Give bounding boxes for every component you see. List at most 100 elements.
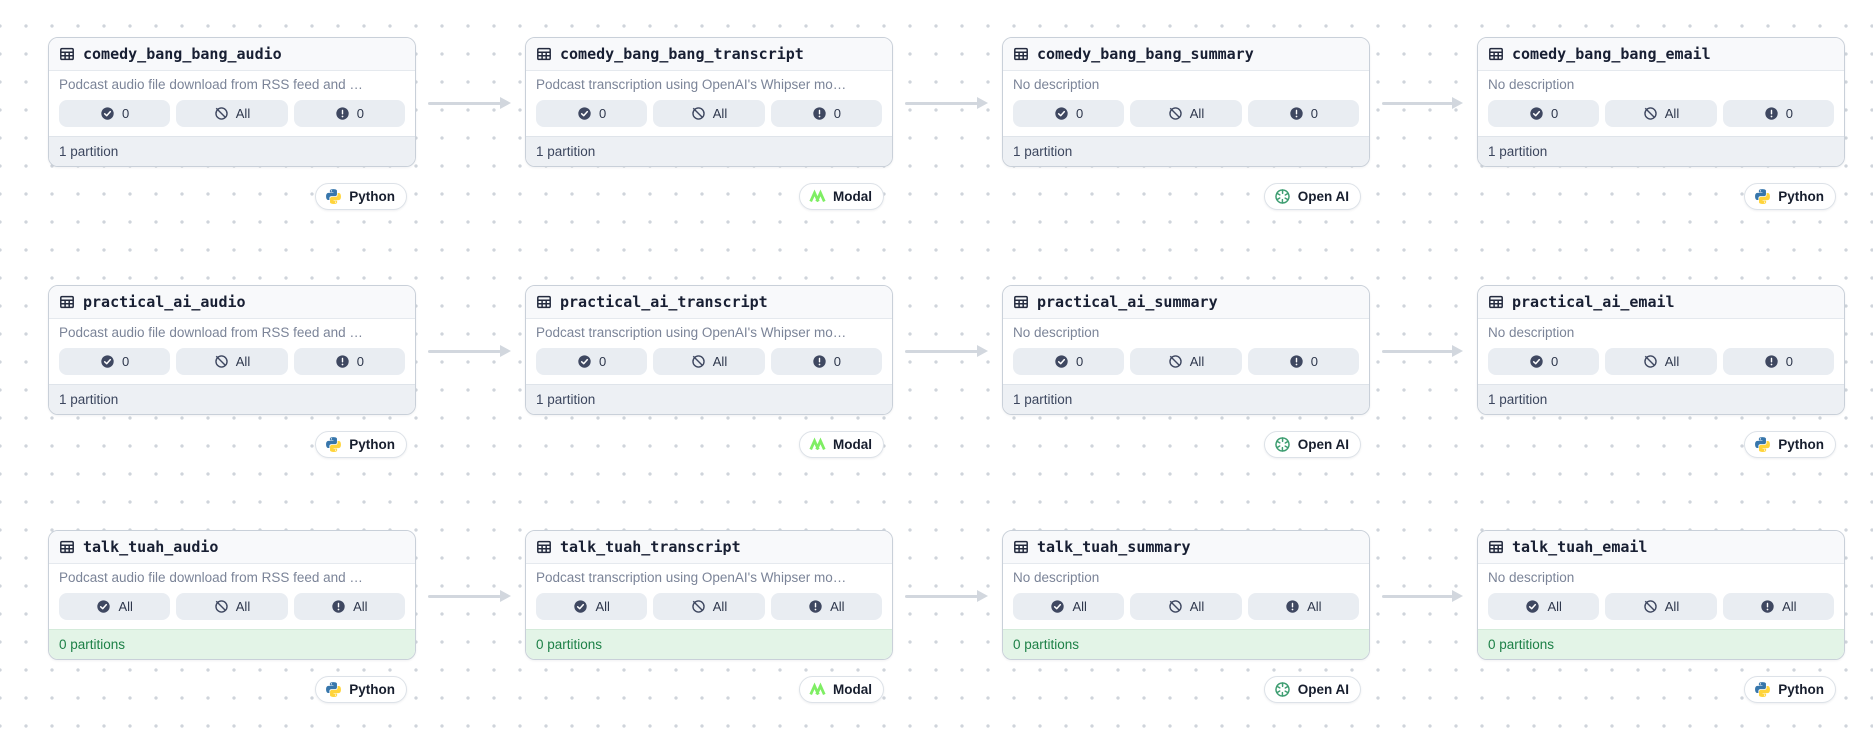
failed-count-badge[interactable]: All	[293, 593, 405, 620]
asset-node-talk_tuah_audio[interactable]: talk_tuah_audio Podcast audio file downl…	[48, 530, 416, 703]
asset-node-talk_tuah_email[interactable]: talk_tuah_email No description All	[1477, 530, 1845, 703]
materialized-count-badge[interactable]: 0	[1013, 100, 1125, 127]
missing-count-badge[interactable]: All	[176, 593, 288, 620]
materialized-count-badge[interactable]: All	[536, 593, 648, 620]
asset-card[interactable]: comedy_bang_bang_audio Podcast audio fil…	[48, 37, 416, 167]
asset-node-practical_ai_transcript[interactable]: practical_ai_transcript Podcast transcri…	[525, 285, 893, 458]
failed-count-badge[interactable]: 0	[1722, 348, 1834, 375]
partition-count: 1 partition	[1478, 384, 1844, 414]
asset-node-comedy_bang_bang_audio[interactable]: comedy_bang_bang_audio Podcast audio fil…	[48, 37, 416, 210]
materialized-count-badge[interactable]: All	[1488, 593, 1600, 620]
asset-node-practical_ai_email[interactable]: practical_ai_email No description 0	[1477, 285, 1845, 458]
asset-header[interactable]: practical_ai_transcript	[526, 286, 892, 319]
asset-card[interactable]: practical_ai_summary No description 0	[1002, 285, 1370, 415]
missing-count-badge[interactable]: All	[176, 100, 288, 127]
asset-node-comedy_bang_bang_summary[interactable]: comedy_bang_bang_summary No description …	[1002, 37, 1370, 210]
materialized-count-badge[interactable]: 0	[59, 348, 171, 375]
check-circle-icon	[577, 354, 592, 369]
partition-status-badges: 0 All	[1003, 96, 1369, 136]
failed-count-badge[interactable]: All	[1247, 593, 1359, 620]
asset-card[interactable]: practical_ai_audio Podcast audio file do…	[48, 285, 416, 415]
missing-count-badge[interactable]: All	[1130, 348, 1242, 375]
failed-count-badge[interactable]: 0	[293, 348, 405, 375]
asset-header[interactable]: comedy_bang_bang_transcript	[526, 38, 892, 71]
asset-header[interactable]: talk_tuah_email	[1478, 531, 1844, 564]
asset-node-comedy_bang_bang_email[interactable]: comedy_bang_bang_email No description 0	[1477, 37, 1845, 210]
materialized-count-badge[interactable]: 0	[536, 348, 648, 375]
asset-card[interactable]: talk_tuah_transcript Podcast transcripti…	[525, 530, 893, 660]
materialized-count-badge[interactable]: 0	[1013, 348, 1125, 375]
failed-count-badge[interactable]: All	[1722, 593, 1834, 620]
asset-card[interactable]: comedy_bang_bang_summary No description …	[1002, 37, 1370, 167]
compute-kind-tag-python[interactable]: Python	[1744, 676, 1836, 703]
compute-kind-tag-python[interactable]: Python	[1744, 431, 1836, 458]
missing-count-badge[interactable]: All	[1130, 100, 1242, 127]
asset-card[interactable]: talk_tuah_email No description All	[1477, 530, 1845, 660]
failed-count-badge[interactable]: 0	[770, 348, 882, 375]
check-circle-icon	[1529, 106, 1544, 121]
compute-kind-tag-openai[interactable]: Open AI	[1263, 676, 1361, 703]
asset-header[interactable]: talk_tuah_summary	[1003, 531, 1369, 564]
asset-header[interactable]: practical_ai_summary	[1003, 286, 1369, 319]
materialized-count-badge[interactable]: All	[1013, 593, 1125, 620]
compute-kind-tag-modal[interactable]: Modal	[799, 183, 884, 210]
failed-count-badge[interactable]: 0	[1722, 100, 1834, 127]
check-circle-icon	[1525, 599, 1540, 614]
compute-kind-label: Python	[349, 189, 395, 204]
materialized-count-badge[interactable]: 0	[1488, 348, 1600, 375]
compute-kind-tag-modal[interactable]: Modal	[799, 431, 884, 458]
missing-count-badge[interactable]: All	[653, 348, 765, 375]
asset-header[interactable]: talk_tuah_audio	[49, 531, 415, 564]
exclamation-circle-icon	[812, 354, 827, 369]
asset-node-talk_tuah_summary[interactable]: talk_tuah_summary No description All	[1002, 530, 1370, 703]
compute-kind-tag-python[interactable]: Python	[315, 431, 407, 458]
failed-count-badge[interactable]: 0	[1247, 348, 1359, 375]
compute-kind-tag-python[interactable]: Python	[1744, 183, 1836, 210]
edge-arrowhead-icon	[500, 97, 511, 109]
asset-header[interactable]: practical_ai_audio	[49, 286, 415, 319]
materialized-count-badge[interactable]: All	[59, 593, 171, 620]
compute-kind-tag-python[interactable]: Python	[315, 676, 407, 703]
partition-status-badges: 0 All	[526, 344, 892, 384]
failed-count-badge[interactable]: 0	[770, 100, 882, 127]
asset-node-talk_tuah_transcript[interactable]: talk_tuah_transcript Podcast transcripti…	[525, 530, 893, 703]
compute-kind-tag-openai[interactable]: Open AI	[1263, 183, 1361, 210]
edge-arrowhead-icon	[1452, 345, 1463, 357]
missing-count-badge[interactable]: All	[1605, 348, 1717, 375]
edge-arrowhead-icon	[1452, 590, 1463, 602]
missing-count-badge[interactable]: All	[653, 100, 765, 127]
asset-node-comedy_bang_bang_transcript[interactable]: comedy_bang_bang_transcript Podcast tran…	[525, 37, 893, 210]
compute-kind-tag-modal[interactable]: Modal	[799, 676, 884, 703]
materialized-count-badge[interactable]: 0	[1488, 100, 1600, 127]
asset-header[interactable]: comedy_bang_bang_audio	[49, 38, 415, 71]
missing-count-badge[interactable]: All	[1605, 593, 1717, 620]
missing-count-badge[interactable]: All	[176, 348, 288, 375]
partition-status-badges: 0 All	[49, 96, 415, 136]
failed-count-badge[interactable]: 0	[1247, 100, 1359, 127]
missing-count-badge[interactable]: All	[1605, 100, 1717, 127]
missing-count-badge[interactable]: All	[1130, 593, 1242, 620]
asset-card[interactable]: comedy_bang_bang_transcript Podcast tran…	[525, 37, 893, 167]
partition-count: 1 partition	[1478, 136, 1844, 166]
asset-header[interactable]: comedy_bang_bang_summary	[1003, 38, 1369, 71]
materialized-count-badge[interactable]: 0	[59, 100, 171, 127]
compute-kind-tag-openai[interactable]: Open AI	[1263, 431, 1361, 458]
asset-header[interactable]: comedy_bang_bang_email	[1478, 38, 1844, 71]
asset-card[interactable]: practical_ai_email No description 0	[1477, 285, 1845, 415]
asset-node-practical_ai_audio[interactable]: practical_ai_audio Podcast audio file do…	[48, 285, 416, 458]
asset-node-practical_ai_summary[interactable]: practical_ai_summary No description 0	[1002, 285, 1370, 458]
materialized-count-badge[interactable]: 0	[536, 100, 648, 127]
check-circle-icon	[573, 599, 588, 614]
failed-count-badge[interactable]: All	[770, 593, 882, 620]
missing-count-badge[interactable]: All	[653, 593, 765, 620]
edge-arrowhead-icon	[977, 345, 988, 357]
asset-card[interactable]: comedy_bang_bang_email No description 0	[1477, 37, 1845, 167]
failed-count-badge[interactable]: 0	[293, 100, 405, 127]
asset-header[interactable]: practical_ai_email	[1478, 286, 1844, 319]
asset-card[interactable]: talk_tuah_summary No description All	[1002, 530, 1370, 660]
asset-header[interactable]: talk_tuah_transcript	[526, 531, 892, 564]
asset-card[interactable]: practical_ai_transcript Podcast transcri…	[525, 285, 893, 415]
compute-kind-tag-python[interactable]: Python	[315, 183, 407, 210]
asset-card[interactable]: talk_tuah_audio Podcast audio file downl…	[48, 530, 416, 660]
